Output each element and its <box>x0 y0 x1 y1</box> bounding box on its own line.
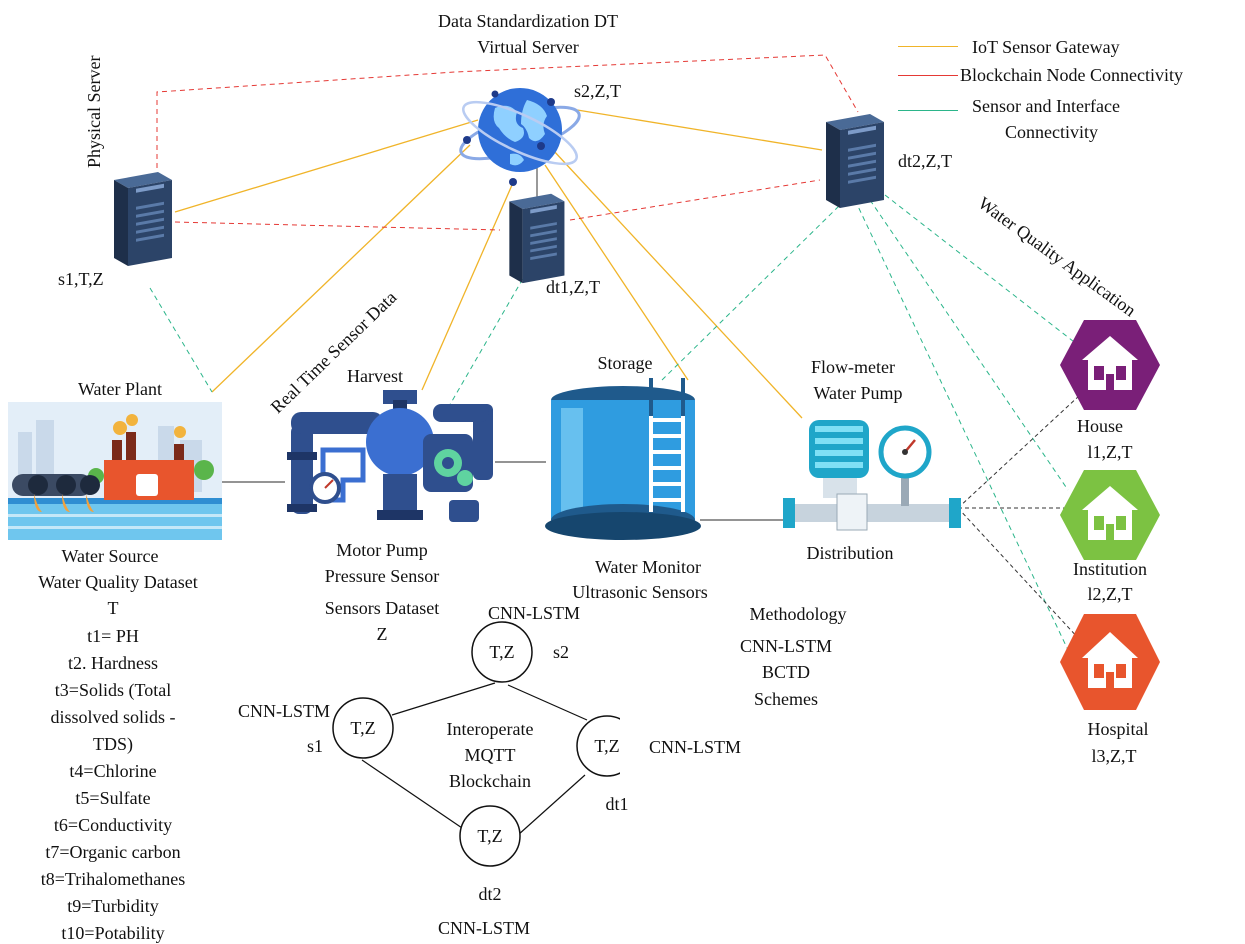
hospital-icon <box>1060 614 1160 710</box>
methodology-heading: Methodology <box>749 604 847 624</box>
node-name-dt1: dt1 <box>605 794 629 814</box>
node-label-s1: T,Z <box>350 718 376 738</box>
dataset-symbol-z: Z <box>376 624 388 644</box>
pipeline-links <box>220 165 784 521</box>
parameter-item: TDS) <box>93 734 133 754</box>
globe-icon <box>459 88 581 186</box>
server-icon-dt2 <box>826 114 884 208</box>
parameter-item: t6=Conductivity <box>53 815 173 835</box>
water-pump-label: Water Pump <box>813 383 903 403</box>
network-nodes <box>332 621 620 867</box>
app-code-institution: l2,Z,T <box>1087 584 1133 604</box>
parameter-item: t1= PH <box>87 626 139 646</box>
legend-label-sensor-2: Connectivity <box>1005 122 1098 142</box>
water-plant-label: Water Plant <box>77 379 163 399</box>
parameter-item: t8=Trihalomethanes <box>40 869 186 889</box>
parameter-item: t7=Organic carbon <box>45 842 181 862</box>
server-label-s1: s1,T,Z <box>58 269 104 289</box>
iot-gateway-links <box>174 107 823 419</box>
physical-server-label: Physical Server <box>84 55 104 168</box>
water-quality-dataset-label: Water Quality Dataset <box>38 572 198 592</box>
legend-label-iot: IoT Sensor Gateway <box>972 37 1120 57</box>
motor-pump-label: Motor Pump <box>336 540 428 560</box>
center-label-3: Blockchain <box>449 771 531 791</box>
water-monitor-label: Water Monitor <box>594 557 702 577</box>
blockchain-links <box>156 54 859 231</box>
node-s2 <box>471 621 533 683</box>
flow-meter-label: Flow-meter <box>811 357 895 377</box>
server-label-s2: s2,Z,T <box>574 81 621 101</box>
parameter-item: t9=Turbidity <box>67 896 159 916</box>
model-label-dt1: CNN-LSTM <box>649 737 742 757</box>
node-name-s2: s2 <box>553 642 570 662</box>
app-code-hospital: l3,Z,T <box>1091 746 1137 766</box>
methodology-line-2: BCTD <box>761 662 811 682</box>
parameter-item: t2. Hardness <box>68 653 158 673</box>
model-label-s2: CNN-LSTM <box>487 603 581 623</box>
flow-meter-pump-icon <box>783 420 961 531</box>
center-label-1: Interoperate <box>446 719 534 739</box>
harvest-label: Harvest <box>347 366 403 386</box>
node-dt1 <box>576 715 620 777</box>
server-label-dt2: dt2,Z,T <box>898 151 952 171</box>
app-name-institution: Institution <box>1072 559 1148 579</box>
storage-label: Storage <box>597 353 653 373</box>
parameter-item: dissolved solids - <box>50 707 176 727</box>
app-name-hospital: Hospital <box>1087 719 1149 739</box>
sensor-interface-links <box>149 194 1079 651</box>
storage-tank-icon <box>545 378 701 540</box>
node-dt2 <box>459 805 521 867</box>
parameter-item: t3=Solids (Total <box>54 680 172 700</box>
parameter-item: t5=Sulfate <box>75 788 151 808</box>
pressure-sensor-label: Pressure Sensor <box>324 566 440 586</box>
legend-swatch-blockchain <box>898 75 958 76</box>
water-plant-icon <box>8 402 222 540</box>
institution-icon <box>1060 470 1160 560</box>
legend-label-blockchain: Blockchain Node Connectivity <box>960 65 1183 85</box>
model-label-s1: CNN-LSTM <box>237 701 331 721</box>
legend-swatch-sensor <box>898 110 958 111</box>
distribution-label: Distribution <box>806 543 894 563</box>
methodology-line-1: CNN-LSTM <box>739 636 833 656</box>
server-icon-dt1 <box>509 193 565 284</box>
sensors-dataset-label: Sensors Dataset <box>324 598 440 618</box>
node-s1 <box>332 697 394 759</box>
legend-label-sensor: Sensor and Interface <box>972 96 1120 116</box>
center-label-2: MQTT <box>464 745 516 765</box>
server-icon-s1 <box>114 172 172 266</box>
motor-pump-icon <box>287 390 493 522</box>
parameter-item: t10=Potability <box>61 923 165 943</box>
methodology-line-3: Schemes <box>754 689 818 709</box>
node-name-dt2: dt2 <box>478 884 502 904</box>
title-line-2: Virtual Server <box>477 37 579 57</box>
parameter-item: t4=Chlorine <box>69 761 157 781</box>
node-name-s1: s1 <box>307 736 324 756</box>
node-label-dt2: T,Z <box>477 826 503 846</box>
house-icon <box>1060 320 1160 410</box>
ultrasonic-sensors-label: Ultrasonic Sensors <box>572 582 708 602</box>
node-label-dt1: T,Z <box>594 736 620 756</box>
server-label-dt1: dt1,Z,T <box>546 277 600 297</box>
node-label-s2: T,Z <box>489 642 515 662</box>
water-source-label: Water Source <box>61 546 159 566</box>
node-network-edges <box>361 682 588 836</box>
distribution-links <box>957 394 1090 641</box>
legend-swatch-iot <box>898 46 958 47</box>
app-name-house: House <box>1077 416 1123 436</box>
model-label-dt2: CNN-LSTM <box>437 918 531 938</box>
app-code-house: l1,Z,T <box>1087 442 1133 462</box>
title-line-1: Data Standardization DT <box>438 11 618 31</box>
dataset-symbol-t: T <box>107 598 119 618</box>
